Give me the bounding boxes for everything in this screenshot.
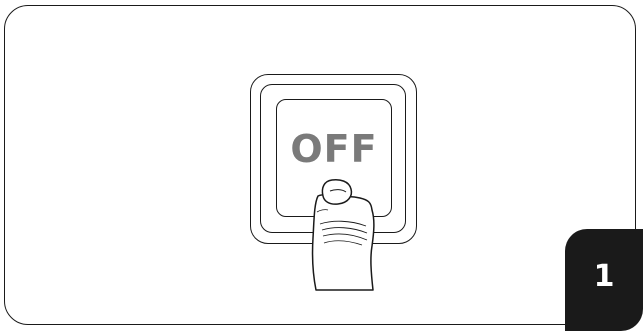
step-number: 1 <box>565 262 643 292</box>
